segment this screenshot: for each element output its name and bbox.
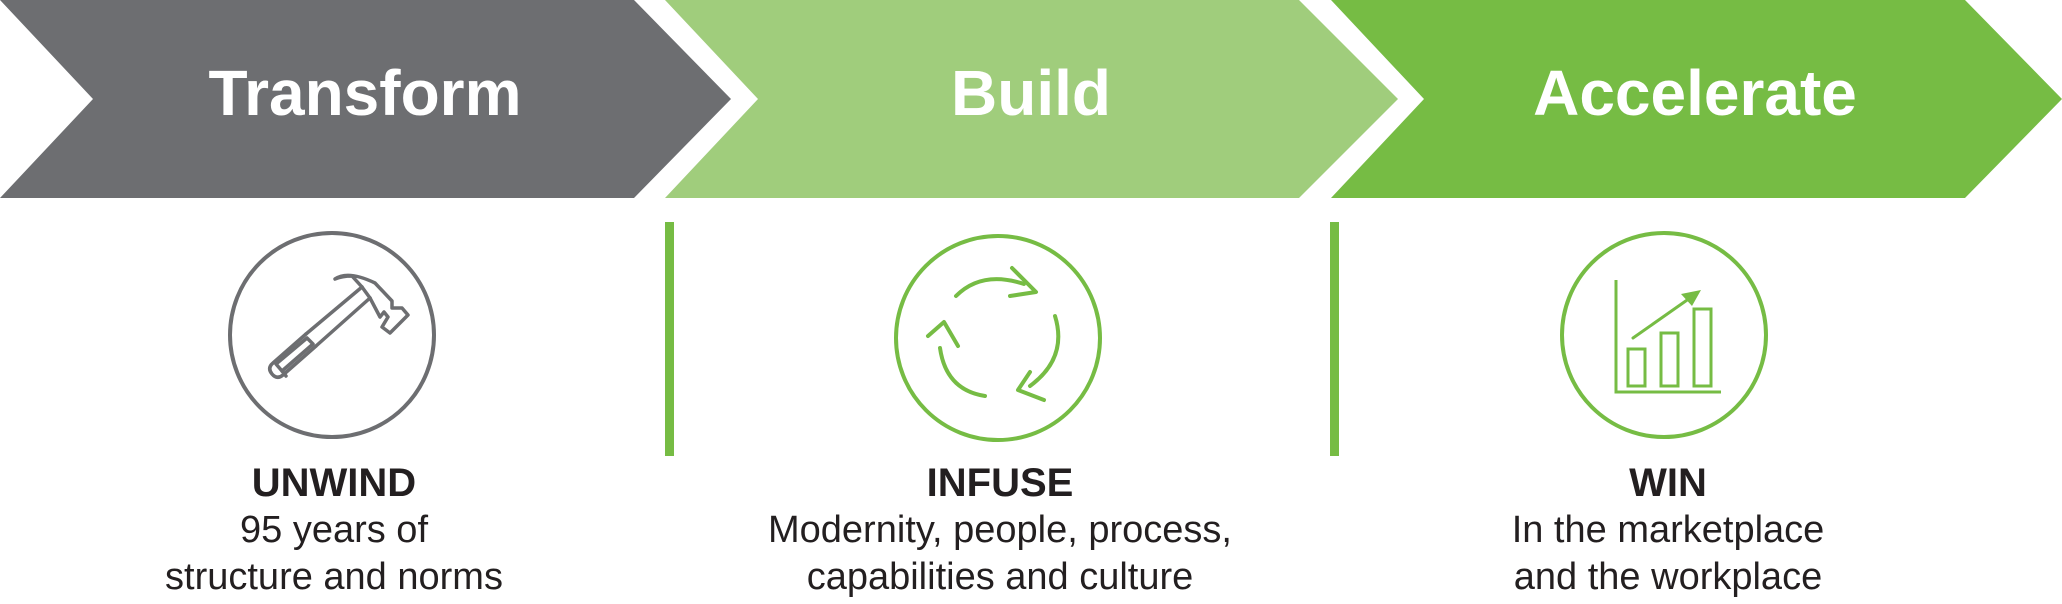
divider-right bbox=[1330, 222, 1339, 456]
build-heading: INFUSE bbox=[927, 461, 1074, 505]
transform-line-2: structure and norms bbox=[165, 556, 503, 598]
accelerate-title: Accelerate bbox=[1533, 57, 1857, 129]
transform-line-1: 95 years of bbox=[240, 509, 428, 551]
build-title: Build bbox=[951, 57, 1111, 129]
accelerate-line-2: and the workplace bbox=[1514, 556, 1822, 598]
build-line-1: Modernity, people, process, bbox=[768, 509, 1232, 551]
growth-chart-icon bbox=[1560, 231, 1768, 439]
divider-left bbox=[665, 222, 674, 456]
transform-heading: UNWIND bbox=[252, 461, 416, 505]
accelerate-chevron bbox=[1331, 0, 2062, 198]
accelerate-line-1: In the marketplace bbox=[1512, 509, 1825, 551]
cycle-arrows-icon bbox=[894, 234, 1102, 442]
accelerate-heading: WIN bbox=[1629, 461, 1707, 505]
hammer-icon bbox=[228, 231, 436, 439]
transform-chevron bbox=[0, 0, 731, 198]
build-chevron bbox=[665, 0, 1398, 198]
build-line-2: capabilities and culture bbox=[807, 556, 1194, 598]
transform-title: Transform bbox=[209, 57, 522, 129]
